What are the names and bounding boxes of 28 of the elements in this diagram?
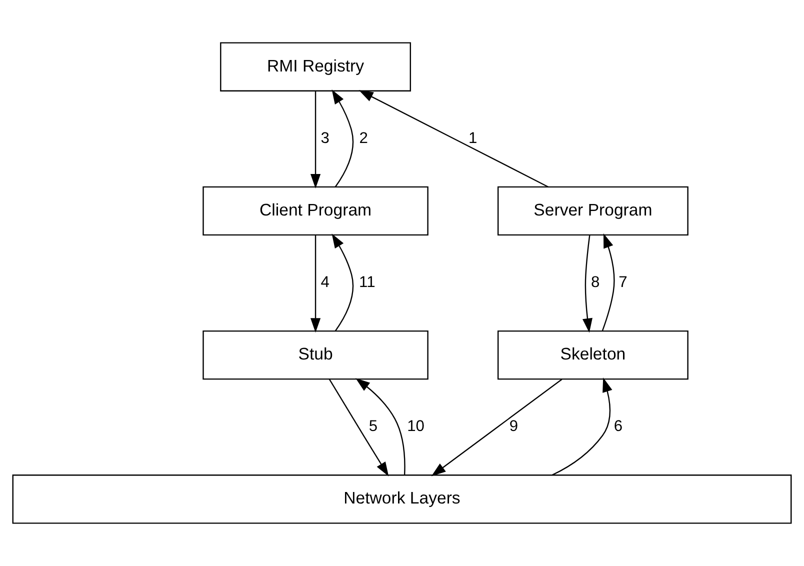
node-box: Network Layers <box>12 474 792 524</box>
node-box: Stub <box>202 330 428 380</box>
arrow <box>431 378 562 476</box>
edge-label: 1 <box>468 130 478 147</box>
edge-label: 6 <box>614 418 623 436</box>
edge-label: 3 <box>320 130 330 147</box>
arrow <box>310 91 321 188</box>
node-box: Client Program <box>202 186 428 236</box>
edge-label: 9 <box>509 418 518 436</box>
arrow <box>356 378 406 476</box>
edge-label: 10 <box>407 418 424 436</box>
arrow <box>332 234 354 332</box>
arrow <box>552 378 612 476</box>
edge-label: 4 <box>320 274 330 292</box>
arrow <box>582 235 592 333</box>
arrow <box>310 235 321 333</box>
node-box: Skeleton <box>497 330 688 380</box>
edge-label: 7 <box>618 274 628 292</box>
node-box: RMI Registry <box>220 42 411 92</box>
arrow <box>332 90 354 188</box>
edge-label: 8 <box>591 274 600 292</box>
node-box: Server Program <box>497 186 688 236</box>
arrow <box>328 378 389 476</box>
edge-label: 5 <box>368 418 378 436</box>
arrow <box>358 90 548 188</box>
edge-label: 11 <box>359 274 376 292</box>
edge-label: 2 <box>359 130 368 147</box>
arrow <box>602 233 615 331</box>
